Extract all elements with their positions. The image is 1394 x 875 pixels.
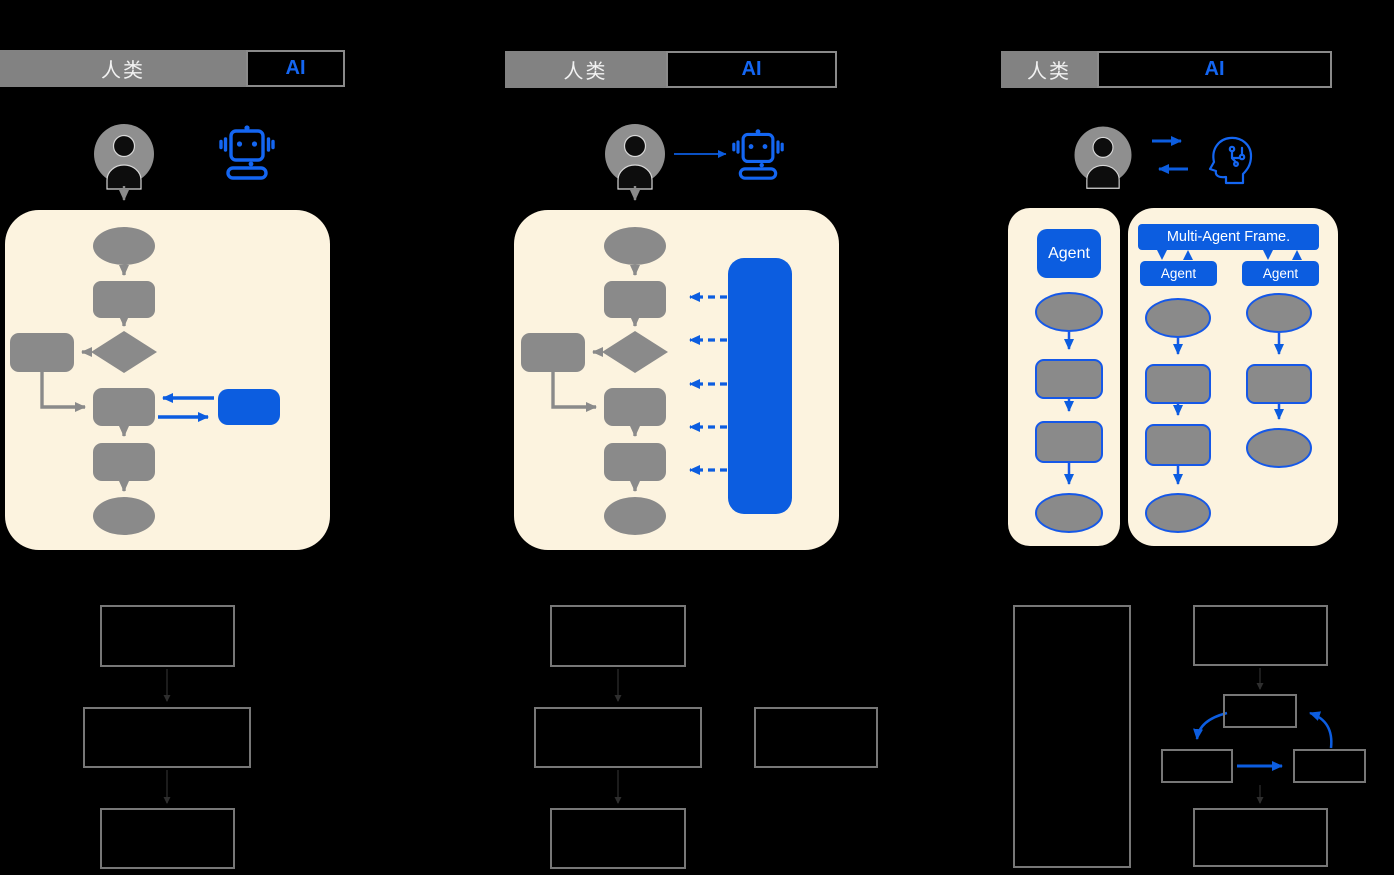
multi-agent-flow-left xyxy=(1145,298,1211,533)
col3-agent-panels xyxy=(1008,208,1338,546)
flow-end-ellipse xyxy=(1145,493,1211,533)
header-col3: 人类 AI xyxy=(1001,51,1332,88)
faint-connectors xyxy=(163,668,1264,804)
multi-agent-flow-right xyxy=(1246,293,1312,468)
human-segment: 人类 xyxy=(0,50,246,87)
down-arrow xyxy=(1263,250,1273,260)
caption-box-col3-bottom xyxy=(1193,808,1328,867)
flow-step-box xyxy=(1246,364,1312,404)
up-arrow xyxy=(1183,250,1193,260)
single-agent-badge: Agent xyxy=(1037,229,1101,278)
caption-box-col3-top xyxy=(1193,605,1328,666)
up-arrow xyxy=(1292,250,1302,260)
flow-decision-diamond xyxy=(602,331,668,373)
flow-panel xyxy=(5,210,330,550)
user-avatar-icon xyxy=(93,123,155,190)
cycle-box-left xyxy=(1161,749,1233,783)
flow-side-box xyxy=(521,333,585,372)
flow-step-box xyxy=(604,388,666,426)
caption-box-col1-3 xyxy=(100,808,235,869)
flow-elbow-arrow xyxy=(40,372,86,412)
ai-label: AI xyxy=(285,57,306,79)
agent-label: Agent xyxy=(1160,266,1197,281)
flow-start-ellipse xyxy=(1246,293,1312,333)
agent-label: Agent xyxy=(1048,244,1090,262)
flow-step-box xyxy=(93,443,155,481)
ai-segment: AI xyxy=(666,51,837,88)
flow-step-box xyxy=(93,388,155,426)
flow-step-box xyxy=(604,281,666,318)
caption-box-col3-tall xyxy=(1013,605,1131,868)
flow-side-box xyxy=(10,333,74,372)
human-label: 人类 xyxy=(563,61,608,83)
caption-box-col2-3 xyxy=(550,808,686,869)
flow-start-ellipse xyxy=(1145,298,1211,338)
flow-end-ellipse xyxy=(1035,493,1103,533)
user-avatar-icon xyxy=(1073,125,1133,189)
flow-step-box xyxy=(1035,359,1103,399)
flow-step-box xyxy=(1145,364,1211,404)
cycle-arrow-left xyxy=(1193,711,1228,740)
human-label: 人类 xyxy=(101,60,145,82)
flow-step-box xyxy=(1035,421,1103,463)
multi-agent-frame-bar: Multi-Agent Frame. xyxy=(1138,224,1319,250)
frame-agent-link-arrows xyxy=(1157,250,1302,260)
human-label: 人类 xyxy=(1027,61,1071,83)
col3-top-icons xyxy=(1073,125,1253,189)
agent-badge-right: Agent xyxy=(1242,261,1319,286)
ai-helper-box xyxy=(218,389,280,425)
cycle-arrow-right xyxy=(1309,711,1333,749)
single-agent-flow xyxy=(1035,292,1103,533)
flow-elbow-arrow xyxy=(551,372,597,412)
flow-end-ellipse xyxy=(604,497,666,535)
frame-label: Multi-Agent Frame. xyxy=(1166,229,1291,245)
robot-icon xyxy=(219,123,275,180)
user-avatar-icon xyxy=(604,123,666,190)
flow-start-ellipse xyxy=(1035,292,1103,332)
ai-segment: AI xyxy=(1097,51,1332,88)
flow-step-box xyxy=(1145,424,1211,466)
ai-label: AI xyxy=(741,58,762,80)
agent-label: Agent xyxy=(1262,266,1299,281)
header-col1: 人类 AI xyxy=(0,50,345,87)
caption-box-col2-1 xyxy=(550,605,686,667)
agent-badge-left: Agent xyxy=(1140,261,1217,286)
cycle-box-top xyxy=(1223,694,1297,728)
flow-decision-diamond xyxy=(91,331,157,373)
human-segment: 人类 xyxy=(1001,51,1097,88)
down-arrow xyxy=(1157,250,1167,260)
flow-step-box xyxy=(93,281,155,318)
ai-segment: AI xyxy=(246,50,345,87)
header-col2: 人类 AI xyxy=(505,51,837,88)
flow-start-ellipse xyxy=(93,227,155,265)
cycle-box-right xyxy=(1293,749,1366,783)
col1-flowchart xyxy=(5,210,330,550)
robot-icon xyxy=(732,127,784,180)
col2-flowchart xyxy=(514,210,839,550)
ai-brain-head-icon xyxy=(1208,136,1253,185)
caption-box-col2-side xyxy=(754,707,878,768)
cycle-arrows xyxy=(1193,711,1333,771)
col2-top-icons xyxy=(604,123,784,201)
flow-start-ellipse xyxy=(604,227,666,265)
human-segment: 人类 xyxy=(505,51,666,88)
col1-top-icons xyxy=(93,123,275,201)
flow-step-box xyxy=(604,443,666,481)
ai-assistant-panel xyxy=(728,258,792,514)
caption-box-col1-2 xyxy=(83,707,251,768)
flow-end-ellipse xyxy=(93,497,155,535)
ai-label: AI xyxy=(1204,58,1225,80)
caption-box-col1-1 xyxy=(100,605,235,667)
caption-box-col2-2 xyxy=(534,707,702,768)
flow-end-ellipse xyxy=(1246,428,1312,468)
